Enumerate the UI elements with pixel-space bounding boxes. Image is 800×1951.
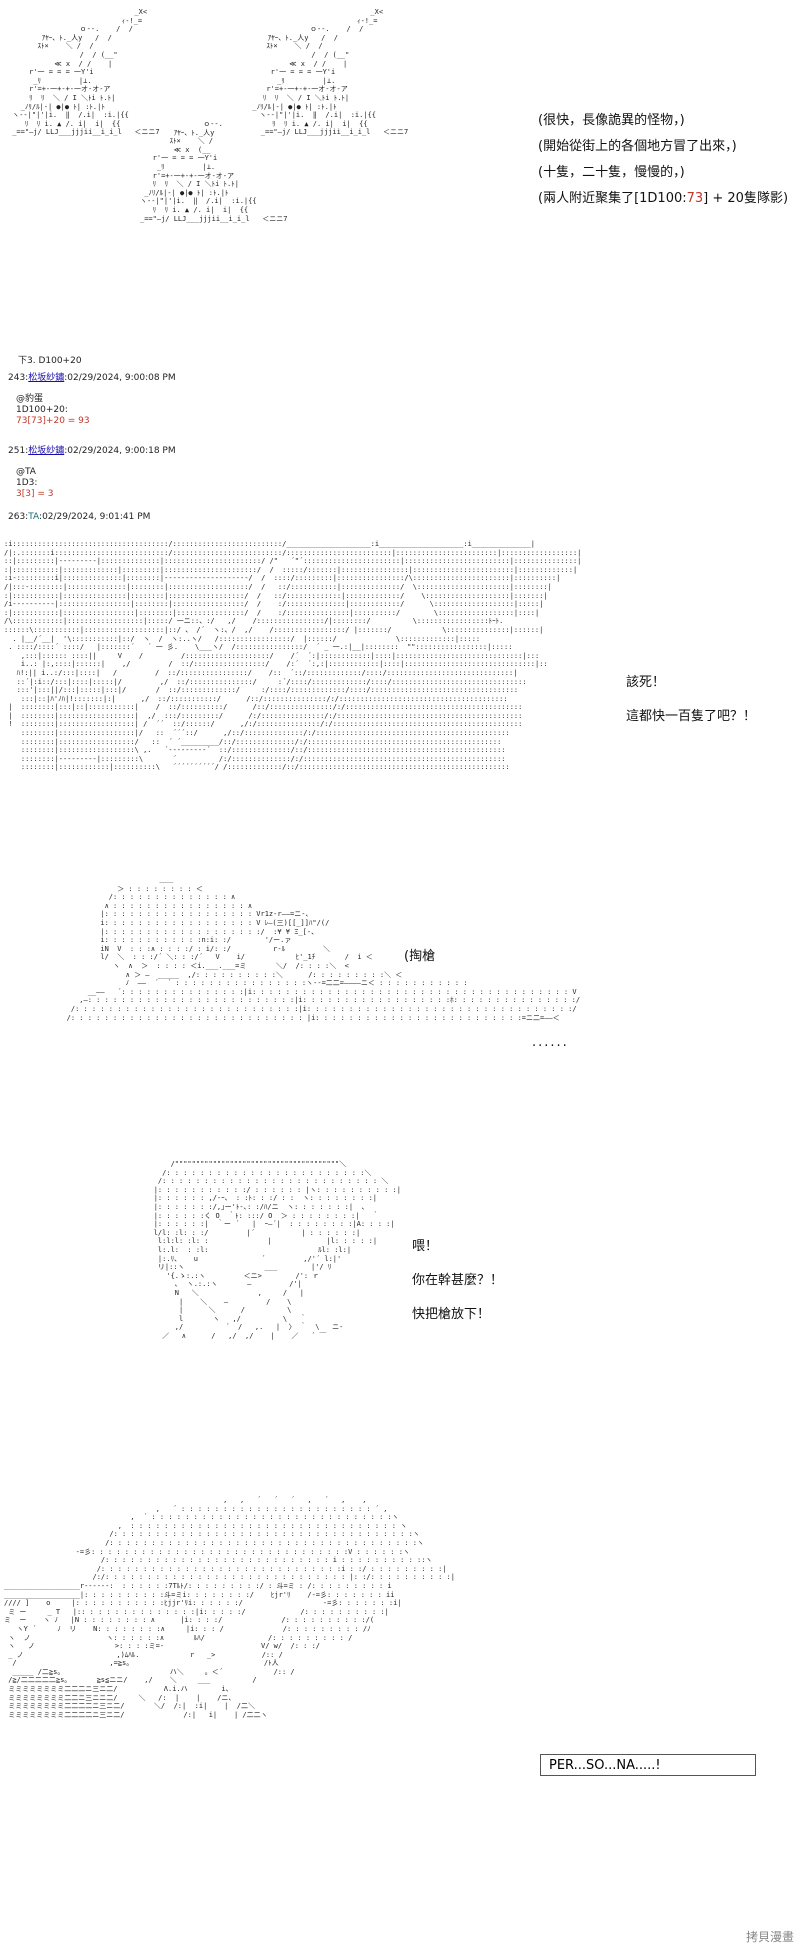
dialogue-panel4: 喂！ 你在幹甚麼？！ 快把槍放下！ xyxy=(412,1230,503,1332)
dice-post-251: 251:松坂紗鏽:02/29/2024, 9:00:18 PM @TA 1D3:… xyxy=(8,446,176,500)
roll-prefix: (兩人附近聚集了[1D100: xyxy=(538,191,687,206)
roll-request: 下3. D100+20 xyxy=(18,356,82,366)
persona-summon-art: , , ´ ´ ´ , ´ , , , ´ : : : : : : : : : … xyxy=(4,1496,455,1719)
persona-call-box: PER...SO...NA.....! xyxy=(540,1754,756,1776)
gun-draw-art: ＿＿ ＞ : : : : : : : : ＜ /: : : : : : : : … xyxy=(66,876,581,1022)
poster-link[interactable]: 松坂紗鏽 xyxy=(28,373,65,383)
monster-art-middle: ｏ--. ｱﾔｰ、ﾄ._人y ｽﾄ× ＼ / ≪ x (__ r'一 = = =… xyxy=(140,120,288,223)
dice-post-243: 下3. D100+20 243:松坂紗鏽:02/29/2024, 9:00:08… xyxy=(8,356,176,427)
post-header: 251:松坂紗鏽:02/29/2024, 9:00:18 PM xyxy=(8,446,176,457)
dialogue-line: 該死！ xyxy=(626,675,666,690)
sfx-draw-gun: (掏槍 xyxy=(404,949,436,964)
dialogue-line: 這都快一百隻了吧？！ xyxy=(626,709,757,724)
post-header: 263:TA:02/29/2024, 9:01:41 PM xyxy=(8,512,150,523)
poster-name: TA xyxy=(28,512,40,522)
post-number: 243: xyxy=(8,373,29,383)
caption-line: (開始從街上的各個地方冒了出來，) xyxy=(538,139,737,154)
dice-result: 3[3] = 3 xyxy=(16,489,54,499)
dialogue-line: 你在幹甚麼？！ xyxy=(412,1273,504,1288)
post-mention: @TA xyxy=(16,467,36,477)
monster-art-top: _X< _X< ｨ-!_= ｨ-!_= ｏ--. / / xyxy=(12,8,409,137)
post-header: 243:松坂紗鏽:02/29/2024, 9:00:08 PM xyxy=(8,373,176,384)
ellipsis-dialogue: ...... xyxy=(532,1035,569,1050)
narration-caption: (很快，長像詭異的怪物，) (開始從街上的各個地方冒了出來，) (十隻，二十隻，… xyxy=(538,108,788,212)
post-number: 251: xyxy=(8,446,29,456)
caption-line: (十隻，二十隻，慢慢的，) xyxy=(538,165,685,180)
caption-line: (很快，長像詭異的怪物，) xyxy=(538,113,685,128)
watermark: 拷貝漫畫 xyxy=(745,1930,794,1944)
post-date: :02/29/2024, 9:00:18 PM xyxy=(64,446,176,456)
post-date: :02/29/2024, 9:00:08 PM xyxy=(64,373,176,383)
post-date: :02/29/2024, 9:01:41 PM xyxy=(39,512,151,522)
street-scene-art: :i:::::::::::::::::::::::::::::::::::::/… xyxy=(4,540,582,772)
roll-suffix: ] + 20隻隊影) xyxy=(703,191,789,206)
dice-result: 73[73]+20 = 93 xyxy=(16,416,90,426)
dice-formula: 1D3: xyxy=(16,478,38,488)
roll-value: 73 xyxy=(686,191,704,206)
post-mention: @豹蛋 xyxy=(16,394,44,404)
dialogue-line: 喂！ xyxy=(412,1239,439,1254)
dialogue-line: 快把槍放下！ xyxy=(412,1307,491,1322)
post-number: 263: xyxy=(8,512,29,522)
dialogue-panel2: 該死！ 這都快一百隻了吧？！ xyxy=(626,666,756,734)
post-263: 263:TA:02/29/2024, 9:01:41 PM xyxy=(8,512,150,523)
poster-link[interactable]: 松坂紗鏽 xyxy=(28,446,65,456)
dice-roll-caption: (兩人附近聚集了[1D100:73] + 20隻隊影) xyxy=(538,186,788,212)
dice-formula: 1D100+20: xyxy=(16,405,68,415)
shouting-character-art: /"""""""""""""""""""""""""""""""""""""""… xyxy=(153,1160,401,1340)
